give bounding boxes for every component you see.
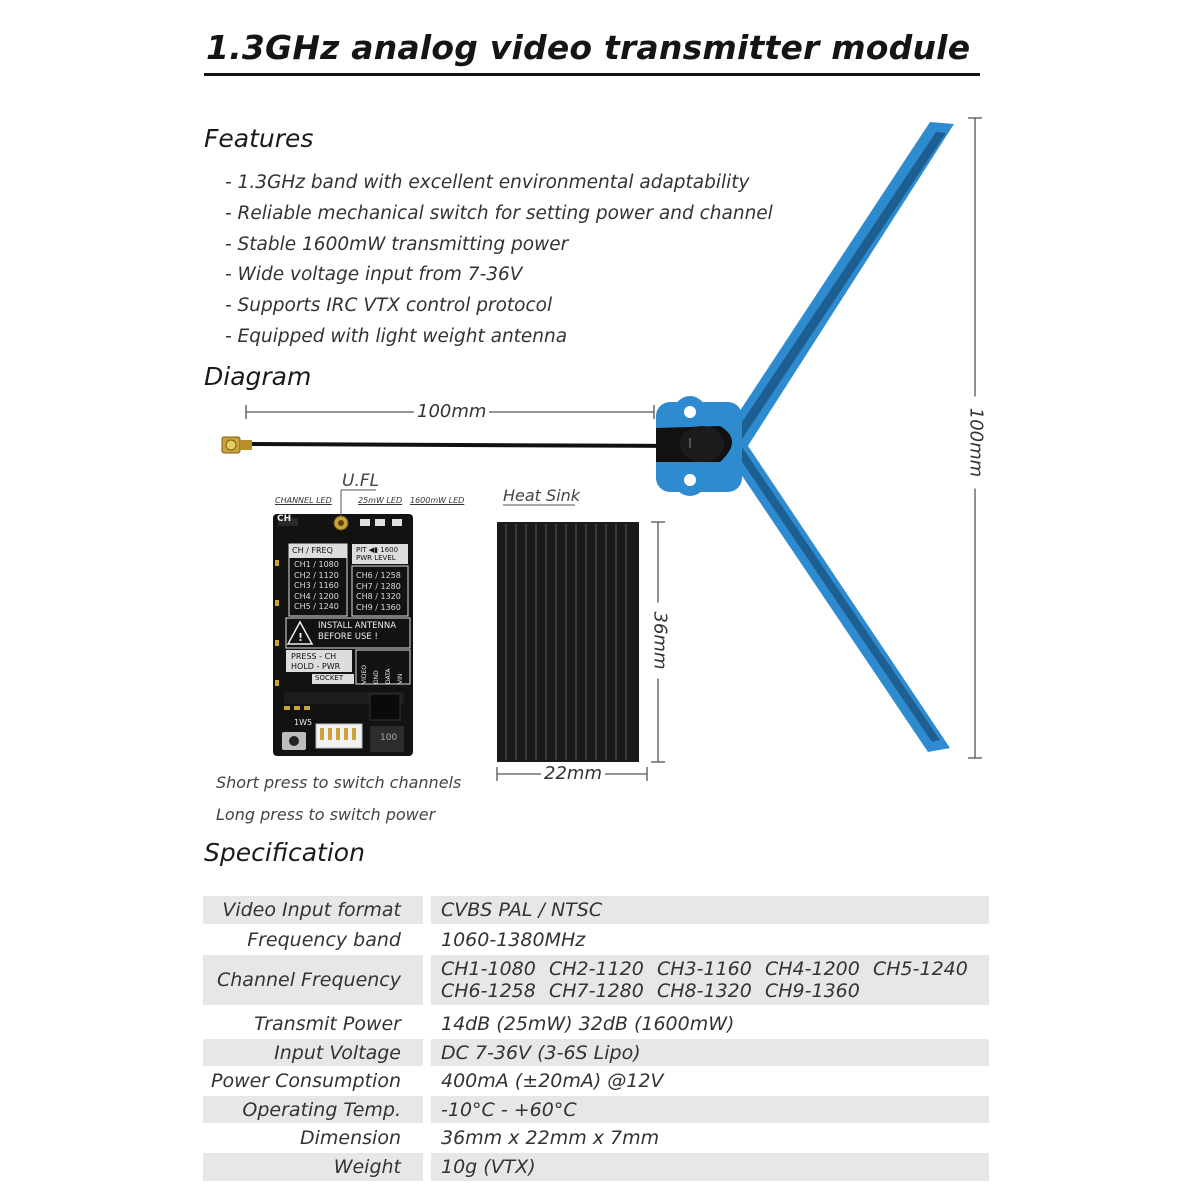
feature-item: - Wide voltage input from 7-36V [225,264,523,286]
25mw-led-label: 25mW LED [358,496,403,505]
spec-value: DC 7-36V (3-6S Lipo) [431,1039,989,1066]
long-press-caption: Long press to switch power [216,805,436,824]
feature-item: - Stable 1600mW transmitting power [225,233,569,255]
spec-label: Transmit Power [254,1013,401,1035]
spec-label: Dimension [300,1127,401,1149]
spec-row-video-input: Video Input format CVBS PAL / NTSC [203,896,989,924]
antenna [656,122,954,752]
board-left-channels: CH1 / 1080 CH2 / 1120 CH3 / 1160 CH4 / 1… [294,560,339,611]
feature-item: - Equipped with light weight antenna [225,325,568,347]
feature-item: - Reliable mechanical switch for setting… [225,202,773,224]
diagram-heading: Diagram [204,362,312,391]
heatsink-label: Heat Sink [503,486,581,505]
spec-row-operating-temp: Operating Temp. -10°C - +60°C [203,1096,989,1123]
spec-row-channel-frequency: Channel Frequency CH1-1080 CH2-1120 CH3-… [203,955,989,1005]
1600mw-led-label: 1600mW LED [410,496,465,505]
cable-length-label: 100mm [414,401,490,422]
spec-value: 14dB (25mW) 32dB (1600mW) [441,1013,735,1035]
spec-row-input-voltage: Input Voltage DC 7-36V (3-6S Lipo) [203,1039,989,1066]
board-warning: INSTALL ANTENNA BEFORE USE ! [318,621,397,642]
spec-row-dimension: Dimension 36mm x 22mm x 7mm [203,1123,989,1153]
spec-row-weight: Weight 10g (VTX) [203,1153,989,1181]
feature-item: - 1.3GHz band with excellent environment… [225,172,750,193]
svg-text:!: ! [298,631,303,644]
spec-label: Power Consumption [211,1070,401,1092]
spec-label: Input Voltage [203,1039,423,1066]
spec-label: Operating Temp. [203,1096,423,1123]
board-bottom-mark: 1W5 [294,718,313,727]
board-right-channels: CH6 / 1258 CH7 / 1280 CH8 / 1320 CH9 / 1… [356,571,401,612]
title-underline [204,73,980,76]
spec-value: 36mm x 22mm x 7mm [441,1127,660,1149]
features-heading: Features [204,124,314,153]
board-ch-label: CH [277,514,292,524]
board-pit-header: PIT ◀▮ 1600 PWR LEVEL [356,546,399,562]
spec-label: Weight [203,1153,423,1181]
features-list: - 1.3GHz band with excellent environment… [225,168,773,353]
board-socket-label: SOCKET [315,674,344,682]
spec-row-frequency-band: Frequency band 1060-1380MHz [203,925,989,955]
feature-item: - Supports IRC VTX control protocol [225,295,553,317]
spec-value: CVBS PAL / NTSC [431,896,989,924]
board-pins: VIDEO GND DATA VIN [361,664,404,684]
board-ch-freq-header: CH / FREQ [292,546,333,555]
spec-value: 1060-1380MHz [441,929,586,951]
spec-table: Video Input format CVBS PAL / NTSC Frequ… [203,896,989,1181]
ufl-label: U.FL [342,471,380,491]
spec-value-channels: CH1-1080 CH2-1120 CH3-1160 CH4-1200 CH5-… [431,955,989,1005]
board-inductor-mark: 100 [380,733,398,743]
channel-led-label: CHANNEL LED [275,496,332,505]
spec-row-transmit-power: Transmit Power 14dB (25mW) 32dB (1600mW) [203,1009,989,1039]
spec-value: 10g (VTX) [431,1153,989,1181]
heatsink-width-label: 22mm [541,763,605,784]
spec-value: -10°C - +60°C [431,1096,989,1123]
spec-row-power-consumption: Power Consumption 400mA (±20mA) @12V [203,1066,989,1096]
spec-label: Video Input format [203,896,423,924]
spec-label: Channel Frequency [203,955,423,1005]
ufl-cable [221,436,681,454]
page-title: 1.3GHz analog video transmitter module [206,28,971,67]
heatsink [496,504,665,781]
antenna-length-label: 100mm [965,396,987,489]
specification-heading: Specification [204,838,365,867]
heatsink-height-label: 36mm [649,602,671,679]
spec-label: Frequency band [247,929,401,951]
short-press-caption: Short press to switch channels [216,773,462,792]
vtx-board: ! [273,514,413,756]
spec-value: 400mA (±20mA) @12V [441,1070,664,1092]
board-press-text: PRESS - CH HOLD - PWR [291,652,341,671]
